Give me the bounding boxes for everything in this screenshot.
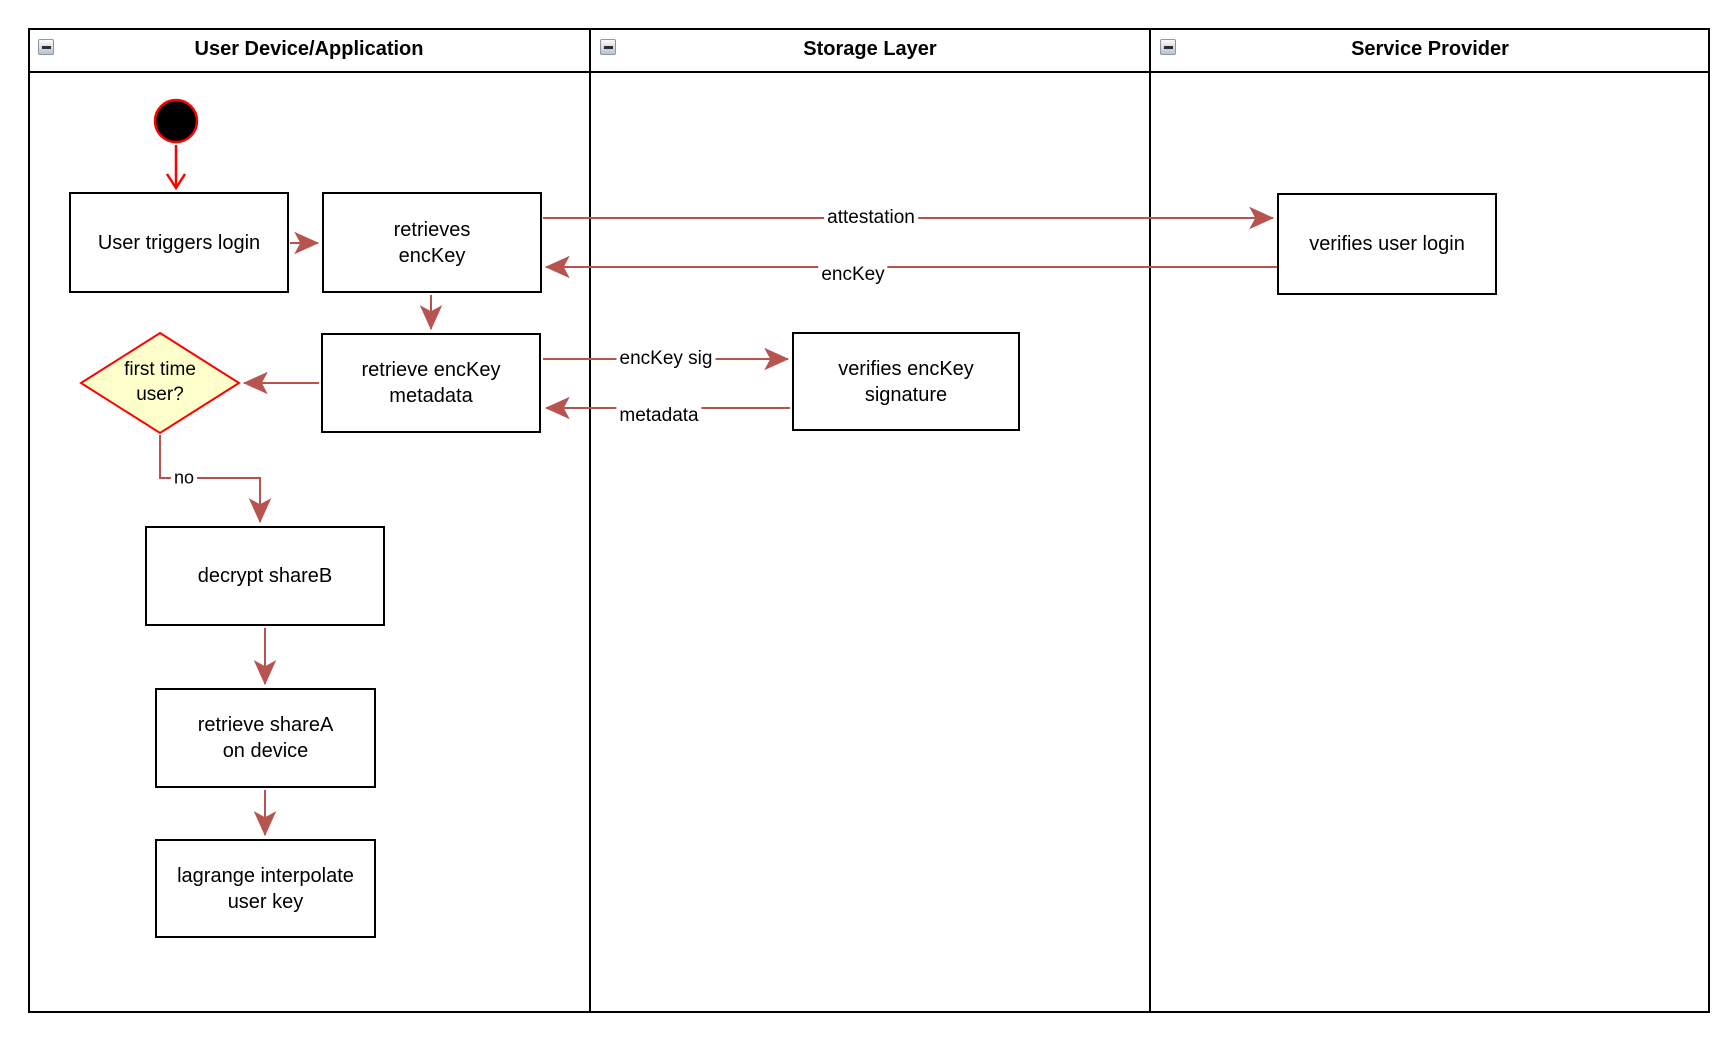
edge-no-branch[interactable] <box>159 435 272 524</box>
lane-header-storage-layer[interactable]: Storage Layer <box>590 28 1150 73</box>
lane-divider-1 <box>589 28 591 1013</box>
decision-diamond-first-time-user[interactable] <box>79 331 241 435</box>
collapse-minus-icon[interactable] <box>1160 39 1176 55</box>
activity-node-decrypt-shareb[interactable]: decrypt shareB <box>145 526 385 626</box>
swimlane-pool-border <box>28 28 1710 1013</box>
lane-title-user-device: User Device/Application <box>194 38 424 60</box>
activity-node-retrieve-enckey-metadata[interactable]: retrieve encKey metadata <box>321 333 541 433</box>
lane-divider-2 <box>1149 28 1151 1013</box>
activity-node-verifies-user-login[interactable]: verifies user login <box>1277 193 1497 295</box>
edge-label-no[interactable]: no <box>170 467 198 489</box>
decision-label-first-time-user[interactable]: first time user? <box>124 359 196 405</box>
lane-title-storage-layer: Storage Layer <box>803 38 937 60</box>
minus-glyph <box>603 45 613 49</box>
edge-start-to-login[interactable] <box>165 145 187 191</box>
edge-label-enckey[interactable]: encKey <box>818 264 888 286</box>
lane-header-user-device[interactable]: User Device/Application <box>28 28 590 73</box>
minus-glyph <box>1163 45 1173 49</box>
edge-label-attestation[interactable]: attestation <box>824 207 918 229</box>
activity-node-retrieve-sharea[interactable]: retrieve shareA on device <box>155 688 376 788</box>
collapse-minus-icon[interactable] <box>38 39 54 55</box>
lane-header-service-provider[interactable]: Service Provider <box>1150 28 1710 73</box>
lane-title-service-provider: Service Provider <box>1351 38 1509 60</box>
activity-node-retrieves-enckey[interactable]: retrieves encKey <box>322 192 542 293</box>
activity-node-user-triggers-login[interactable]: User triggers login <box>69 192 289 293</box>
initial-node[interactable] <box>153 98 199 144</box>
minus-glyph <box>41 45 51 49</box>
edge-label-metadata[interactable]: metadata <box>616 405 702 427</box>
activity-node-lagrange-interpolate[interactable]: lagrange interpolate user key <box>155 839 376 938</box>
edge-label-enckey-sig[interactable]: encKey sig <box>616 348 716 370</box>
activity-node-verifies-enckey-signature[interactable]: verifies encKey signature <box>792 332 1020 431</box>
collapse-minus-icon[interactable] <box>600 39 616 55</box>
